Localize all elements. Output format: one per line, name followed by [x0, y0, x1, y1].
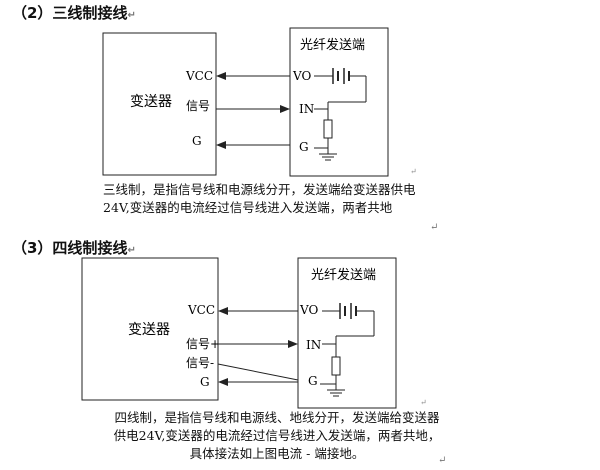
resistor-icon: [323, 119, 333, 139]
arrow-ground: [216, 141, 226, 149]
arrow-vcc-4wire: [218, 307, 228, 315]
port-vcc-label-4wire: VCC: [187, 303, 215, 317]
wire-signal-minus: [217, 363, 299, 381]
port-vo-label-4wire: VO: [299, 303, 318, 317]
arrow-signal-plus: [288, 340, 298, 348]
three-wire-description: 三线制，是指信号线和电源线分开，发送端给变送器供电24V,变送器的电流经过信号线…: [103, 182, 416, 215]
section-heading-four-wire: （3）四线制接线↵: [12, 239, 136, 257]
optical-sender-label: 光纤发送端: [300, 37, 365, 53]
transmitter-box: [102, 32, 217, 176]
transmitter-label: 变送器: [130, 94, 172, 110]
port-vcc-label: VCC: [185, 69, 213, 83]
port-in-label-4wire: IN: [306, 338, 321, 352]
four-wire-description: 四线制，是指信号线和电源线、地线分开，发送端给变送器供电24V,变送器的电流经过…: [113, 410, 441, 461]
port-vo-label: VO: [292, 69, 311, 83]
port-g-label: G: [192, 134, 202, 148]
port-g-right-label-4wire: G: [308, 374, 318, 388]
section-heading-three-wire: （2）三线制接线↵: [12, 4, 136, 22]
port-g-label-4wire: G: [200, 375, 210, 389]
svg-text:↵: ↵: [410, 167, 417, 176]
port-signal-minus-label: 信号-: [186, 356, 214, 370]
port-signal-plus-label: 信号+: [186, 337, 220, 351]
arrow-signal: [280, 105, 290, 113]
transmitter-box-4wire: [81, 257, 219, 401]
resistor-icon-4wire: [331, 356, 341, 376]
optical-sender-label-4wire: 光纤发送端: [311, 267, 376, 283]
optical-sender-box: [289, 27, 389, 177]
svg-text:↵: ↵: [420, 398, 427, 407]
port-g-right-label: G: [299, 140, 309, 154]
port-signal-label: 信号: [186, 99, 210, 113]
optical-sender-box-4wire: [297, 257, 397, 409]
transmitter-label-4wire: 变送器: [128, 322, 170, 338]
arrow-vcc: [216, 72, 226, 80]
port-in-label: IN: [299, 102, 314, 116]
arrow-ground-4wire: [218, 378, 228, 386]
